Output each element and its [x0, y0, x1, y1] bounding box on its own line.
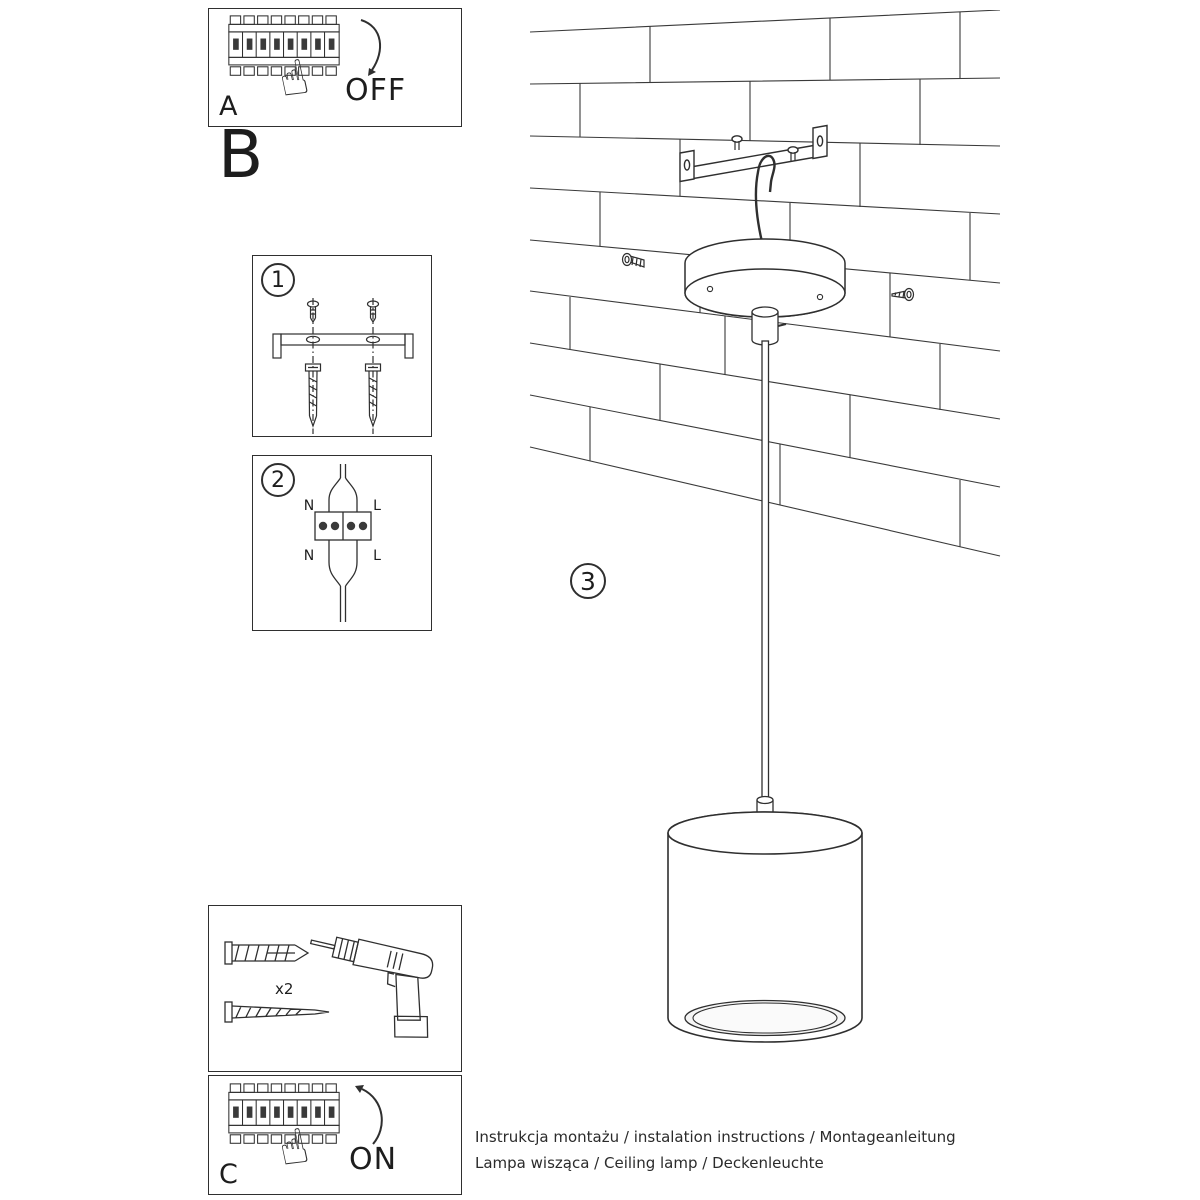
- panel-a-label: A: [219, 91, 238, 122]
- wire-label-n-top: N: [304, 498, 314, 514]
- loose-screw-right-icon: [891, 287, 915, 302]
- wiring-diagram: N L N L: [304, 464, 381, 622]
- panel-c-label: C: [219, 1159, 238, 1190]
- curved-arrow-off-icon: [360, 19, 382, 76]
- cable-hook-icon: [754, 154, 776, 243]
- footer-line-2: Lampa wisząca / Ceiling lamp / Deckenleu…: [475, 1154, 824, 1172]
- ceiling-canopy-icon: [684, 238, 846, 346]
- loose-screw-left-icon: [621, 252, 645, 268]
- wall-anchor-icon: [224, 941, 310, 965]
- breaker-panel-icon: [228, 1083, 340, 1144]
- power-off-label: OFF: [345, 73, 407, 108]
- curved-arrow-on-icon: [355, 1085, 383, 1145]
- step-2-panel: 2 N L N L: [252, 455, 432, 631]
- drill-icon: [309, 936, 434, 1038]
- footer: Instrukcja montażu / instalation instruc…: [475, 1124, 956, 1176]
- lamp-shade-icon: [667, 811, 863, 1043]
- step-1-panel: 1: [252, 255, 432, 437]
- panel-a: ☝ OFF A: [208, 8, 462, 127]
- section-b-label: B: [218, 116, 264, 193]
- footer-line-1: Instrukcja montażu / instalation instruc…: [475, 1128, 956, 1146]
- step-2-badge: 2: [261, 463, 295, 497]
- step-1-badge: 1: [261, 263, 295, 297]
- tools-diagram: x2: [224, 936, 434, 1038]
- power-on-label: ON: [349, 1142, 398, 1177]
- wire-label-l-bottom: L: [373, 548, 381, 564]
- panel-c: ☝ ON C: [208, 1075, 462, 1195]
- screw-icon: [224, 1001, 330, 1023]
- anchor-quantity-label: x2: [275, 980, 293, 998]
- pendant-cable-icon: [761, 340, 770, 800]
- breaker-panel-icon: [228, 15, 340, 76]
- mounting-bracket-diagram: [272, 298, 414, 434]
- step-3-badge: 3: [570, 563, 606, 599]
- wire-label-l-top: L: [373, 498, 381, 514]
- tools-panel: x2: [208, 905, 462, 1072]
- installation-illustration: [529, 10, 1001, 1043]
- wire-label-n-bottom: N: [304, 548, 314, 564]
- ceiling-bracket-icon: [679, 124, 828, 183]
